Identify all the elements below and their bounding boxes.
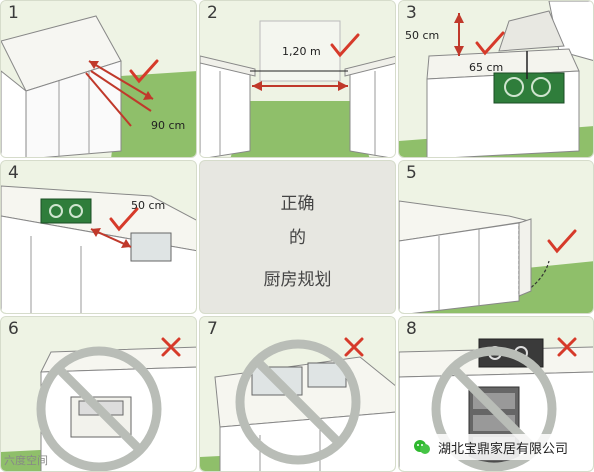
panel-number: 8 — [406, 319, 417, 339]
panel-5-illustration — [399, 161, 593, 313]
panel-2-illustration — [200, 1, 395, 157]
panel-7-illustration — [200, 317, 395, 471]
panel-number: 5 — [406, 163, 417, 183]
measure-label: 1,20 m — [282, 45, 321, 58]
panel-number: 1 — [8, 3, 19, 23]
check-mark-icon — [129, 59, 159, 84]
panel-6: 6 — [0, 316, 197, 472]
panel-2: 2 1,20 m — [199, 0, 396, 158]
panel-4-illustration — [1, 161, 196, 313]
panel-1: 1 90 cm — [0, 0, 197, 158]
panel-number: 2 — [207, 3, 218, 23]
center-title-panel: 正确 的 厨房规划 — [199, 160, 396, 314]
panel-number: 6 — [8, 319, 19, 339]
panel-3: 3 50 cm 65 cm — [398, 0, 594, 158]
panel-4: 4 50 cm — [0, 160, 197, 314]
measure-label: 90 cm — [151, 119, 186, 132]
prohibit-icon — [235, 339, 361, 465]
check-mark-icon — [109, 207, 139, 232]
watermark-company-name: 湖北宝鼎家居有限公司 — [438, 441, 569, 457]
prohibit-icon — [36, 346, 162, 471]
watermark-left: 六度空间 — [4, 454, 48, 467]
panel-5: 5 — [398, 160, 594, 314]
prohibit-icon — [431, 346, 557, 471]
center-title-line-3: 厨房规划 — [263, 270, 332, 290]
panel-number: 3 — [406, 3, 417, 23]
panel-number: 7 — [207, 319, 218, 339]
measure-label: 50 cm — [131, 199, 166, 212]
check-mark-icon — [547, 229, 577, 254]
cross-mark-icon — [161, 337, 181, 357]
check-mark-icon — [330, 33, 360, 58]
panel-7: 7 — [199, 316, 396, 472]
check-mark-icon — [475, 31, 505, 56]
cross-mark-icon — [557, 337, 577, 357]
panel-3-illustration — [399, 1, 593, 157]
watermark-right: 湖北宝鼎家居有限公司 — [406, 434, 575, 460]
center-title-line-2: 的 — [289, 228, 306, 248]
measure-label-b: 65 cm — [469, 61, 504, 74]
center-title-line-1: 正确 — [280, 194, 315, 214]
measure-label-a: 50 cm — [405, 29, 440, 42]
wechat-icon — [414, 440, 430, 454]
panel-1-illustration — [1, 1, 196, 157]
panel-6-illustration — [1, 317, 196, 471]
cross-mark-icon — [344, 337, 364, 357]
panel-number: 4 — [8, 163, 19, 183]
